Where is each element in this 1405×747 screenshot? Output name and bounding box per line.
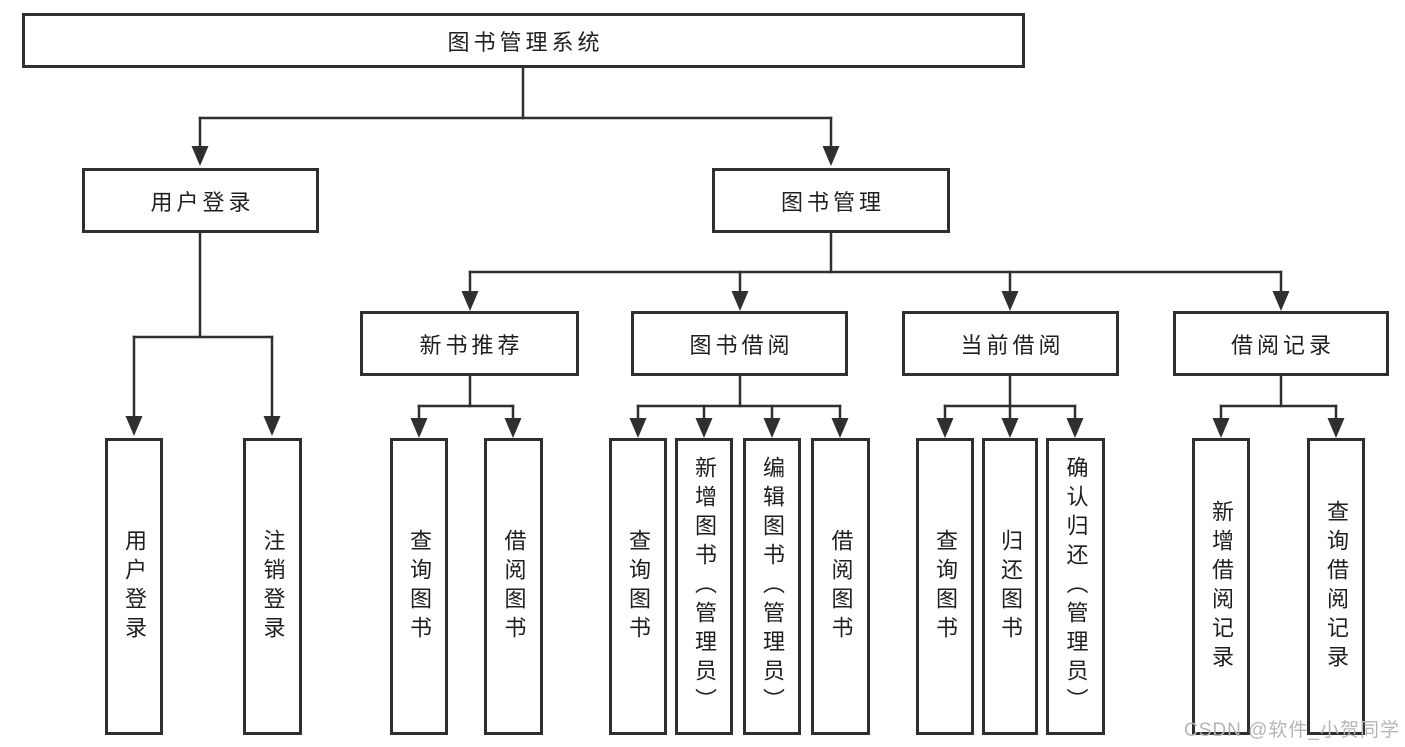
csdn-watermark: CSDN @软件_小贺同学 <box>1184 720 1400 741</box>
node-book-borrow: 图书借阅 <box>631 311 848 376</box>
leaf-logout: 注销登录 <box>243 438 302 735</box>
leaf-return-book: 归还图书 <box>982 438 1038 735</box>
node-current-borrow: 当前借阅 <box>902 311 1119 376</box>
leaf-edit-book-admin: 编辑图书（管理员） <box>743 438 801 735</box>
leaf-query-borrow-record: 查询借阅记录 <box>1307 438 1365 735</box>
leaf-borrow-book-borrow: 借阅图书 <box>811 438 870 735</box>
leaf-confirm-return-admin: 确认归还（管理员） <box>1046 438 1105 735</box>
leaf-user-login: 用户登录 <box>105 438 163 735</box>
node-new-book-rec: 新书推荐 <box>360 311 579 376</box>
leaf-query-book-current: 查询图书 <box>916 438 974 735</box>
leaf-add-borrow-record: 新增借阅记录 <box>1192 438 1250 735</box>
node-book-mgmt: 图书管理 <box>712 168 950 233</box>
node-root: 图书管理系统 <box>22 13 1025 68</box>
leaf-query-book-borrow: 查询图书 <box>609 438 667 735</box>
leaf-borrow-book-newrec: 借阅图书 <box>484 438 543 735</box>
node-borrow-records: 借阅记录 <box>1173 311 1389 376</box>
leaf-query-book-newrec: 查询图书 <box>390 438 448 735</box>
node-user-login: 用户登录 <box>82 168 319 233</box>
leaf-add-book-admin: 新增图书（管理员） <box>675 438 733 735</box>
